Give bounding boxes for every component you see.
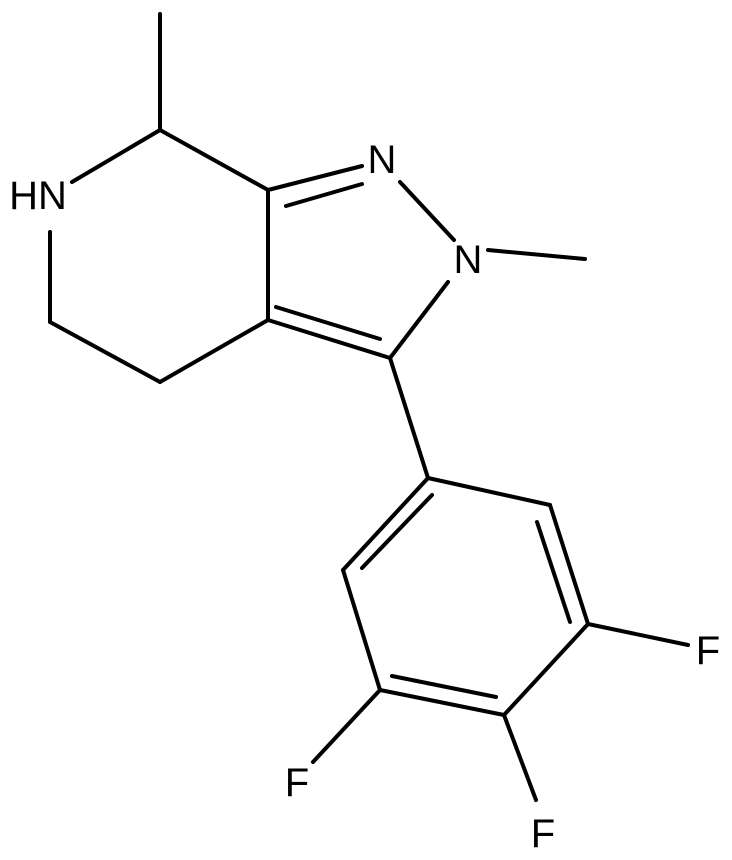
atom-label-f1: F [696,629,720,673]
bond-ph-c1-c2 [426,476,552,507]
bond-ph-c4-c5-inner [390,674,498,699]
atom-label-n2: N [454,238,483,282]
bond-layer [48,12,690,802]
bond-ph-c2-c3-inner [535,520,572,624]
bond-c7a-n1-inner [284,182,364,208]
bond-c5-c4 [48,320,162,384]
bond-ph-c5-c6 [341,568,382,692]
bond-ph-c4-c5 [378,688,506,717]
bond-c7-nh [70,128,162,184]
bond-c3-phenyl [388,356,430,480]
bond-c-f3 [311,688,382,764]
bond-ph-c6-c1 [341,476,430,572]
bond-ph-c6-c1-inner [360,493,434,570]
bond-c3-c3a [266,318,392,360]
bond-n1-n2 [398,180,456,242]
atom-layer: HN N N F F F [9,138,720,856]
bond-ph-c3-c4 [502,622,590,717]
bond-c-f1 [586,622,690,647]
bond-c4-c3a [158,318,270,384]
bond-c3-c3a-inner [274,305,382,341]
bond-ph-c2-c3 [548,503,590,626]
bond-c-f2 [502,713,538,802]
atom-label-f2: F [531,812,555,856]
bond-n2-c3 [388,280,450,360]
atom-label-f3: F [285,761,309,805]
bond-c7a-n1 [266,164,364,192]
atom-label-nh: HN [9,174,67,218]
atom-label-n1: N [368,138,397,182]
bond-c7-c7a [158,128,270,192]
bond-n2-methyl [486,248,587,261]
